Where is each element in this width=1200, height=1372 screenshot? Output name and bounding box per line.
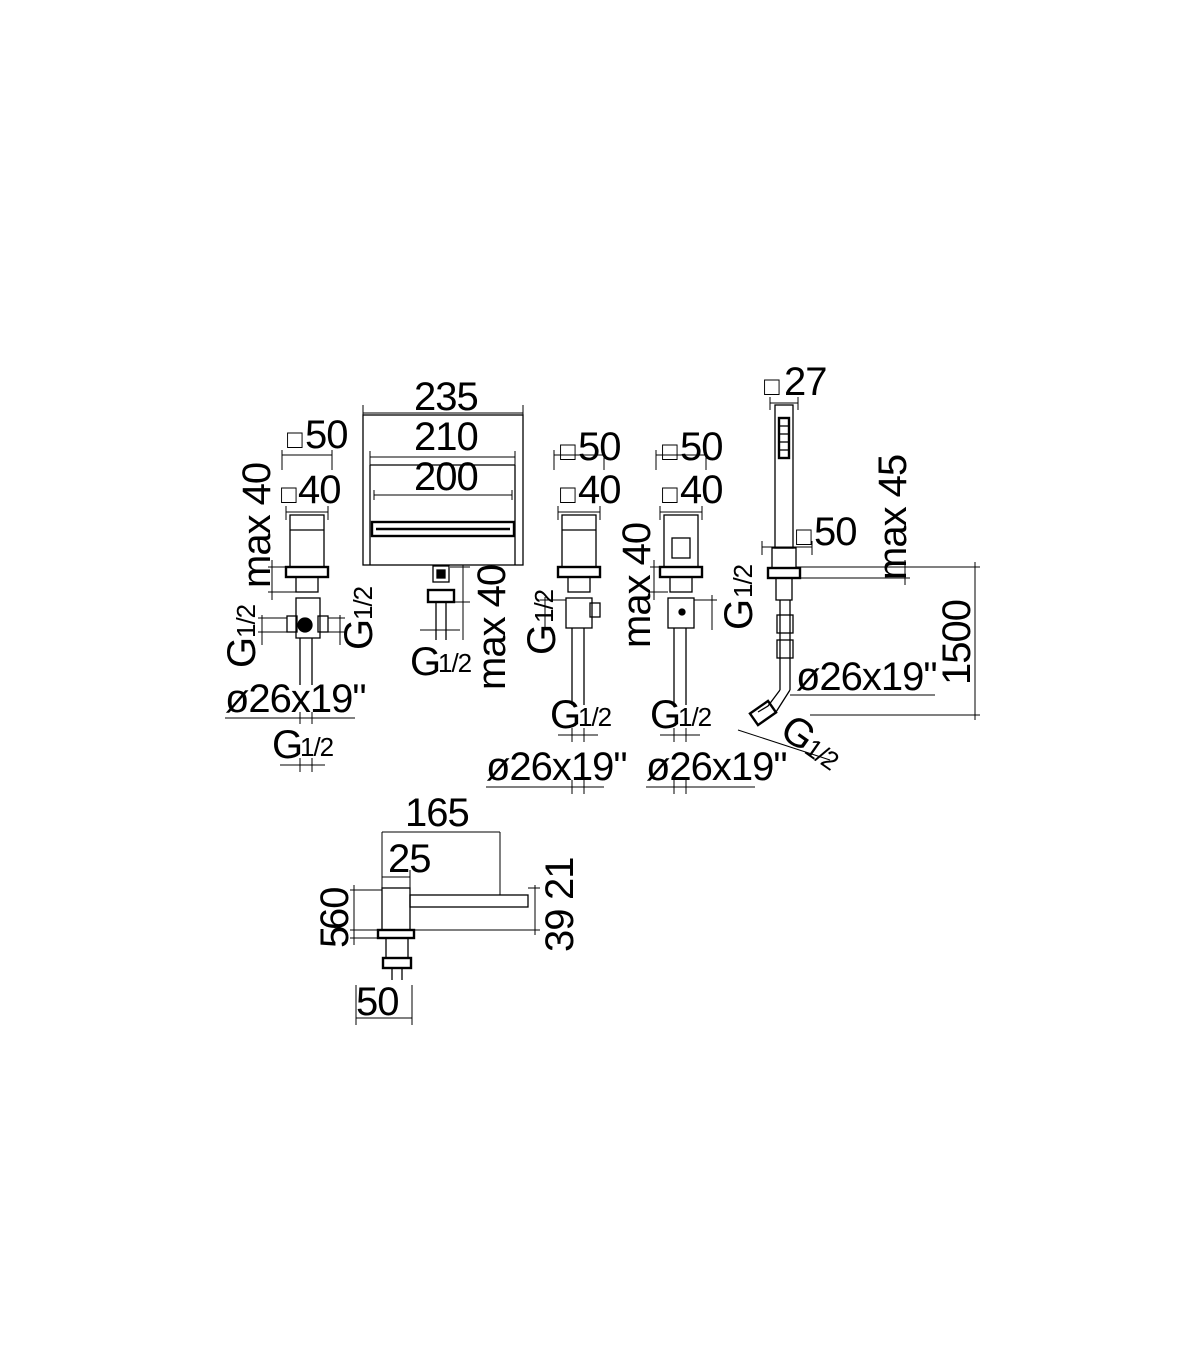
dim-max40-spout: max 40 bbox=[470, 565, 514, 690]
square-symbol: □ bbox=[662, 479, 678, 509]
square-symbol: □ bbox=[560, 436, 576, 466]
dim-square-40-left: 40 bbox=[298, 468, 341, 512]
mixer-two: □ 50 □ 40 max 40 G 1/2 G 1/2 ø26x19" bbox=[615, 425, 788, 794]
dim-25: 25 bbox=[388, 837, 431, 881]
dim-max40-left: max 40 bbox=[235, 463, 279, 588]
thread-g-mixer1-side: G bbox=[520, 625, 564, 655]
dim-square-50-mixer2: 50 bbox=[680, 425, 723, 469]
dim-5: 5 bbox=[313, 927, 357, 948]
dim-square-50-shower: 50 bbox=[814, 510, 857, 554]
spout-body bbox=[362, 414, 524, 566]
hose-dim-mixer2: ø26x19" bbox=[646, 745, 787, 789]
dim-max45: max 45 bbox=[871, 455, 915, 580]
dim-square-40-mixer1: 40 bbox=[578, 468, 621, 512]
spout-side-view: 165 25 60 5 39 21 50 bbox=[313, 791, 582, 1025]
dim-square-40-mixer2: 40 bbox=[680, 468, 723, 512]
square-symbol: □ bbox=[796, 521, 812, 551]
dim-60: 60 bbox=[313, 888, 357, 931]
thread-half-mixer1-side: 1/2 bbox=[529, 589, 559, 623]
square-symbol: □ bbox=[560, 479, 576, 509]
square-symbol: □ bbox=[764, 371, 780, 401]
thread-g-spout: G bbox=[410, 640, 440, 684]
dim-50-bottom: 50 bbox=[356, 980, 399, 1024]
diverter-body bbox=[289, 514, 325, 568]
dim-max40-mixer2: max 40 bbox=[615, 523, 659, 648]
diverter-port-left bbox=[286, 615, 298, 633]
square-symbol: □ bbox=[281, 479, 297, 509]
thread-half-mixer1: 1/2 bbox=[578, 702, 612, 732]
spout-nut bbox=[426, 588, 456, 604]
thread-g-right: G bbox=[337, 620, 381, 650]
thread-g-mixer1: G bbox=[550, 693, 580, 737]
thread-half-right: 1/2 bbox=[348, 586, 378, 620]
waterfall-spout: 235 210 200 max 40 G 1/2 bbox=[362, 375, 524, 690]
thread-g-bottom-left: G bbox=[272, 723, 302, 767]
hose-dim-shower: ø26x19" bbox=[796, 655, 937, 699]
hose-dim-mixer1: ø26x19" bbox=[486, 745, 627, 789]
square-symbol: □ bbox=[287, 424, 303, 454]
dim-square-50-left: 50 bbox=[305, 413, 348, 457]
mixer-one: □ 50 □ 40 G 1/2 G 1/2 ø26x19" bbox=[486, 425, 628, 794]
diverter-valve-dot bbox=[297, 617, 313, 633]
dim-165: 165 bbox=[405, 791, 469, 835]
thread-half-mixer2-side: 1/2 bbox=[728, 564, 758, 598]
thread-half-mixer2: 1/2 bbox=[678, 702, 712, 732]
diverter-port-right bbox=[317, 615, 329, 633]
spout-stem bbox=[432, 565, 450, 583]
spout-side-arm bbox=[409, 894, 529, 908]
dim-1500: 1500 bbox=[935, 600, 979, 685]
diverter-valve bbox=[295, 597, 321, 639]
thread-half-left: 1/2 bbox=[231, 604, 261, 638]
spout-outlet bbox=[370, 520, 516, 538]
thread-g-mixer2-side: G bbox=[717, 600, 761, 630]
dim-200: 200 bbox=[414, 455, 478, 499]
square-symbol: □ bbox=[662, 436, 678, 466]
dim-square-50-mixer1: 50 bbox=[578, 425, 621, 469]
dim-235: 235 bbox=[414, 375, 478, 419]
thread-g-mixer2: G bbox=[650, 693, 680, 737]
thread-g-left: G bbox=[220, 638, 264, 668]
diverter-nut bbox=[295, 576, 319, 593]
hose-dim-left: ø26x19" bbox=[225, 677, 366, 721]
diverter-left: □ 50 □ 40 max 40 G 1/2 G 1/2 ø26x19" G 1… bbox=[220, 413, 381, 772]
hand-shower: □ 27 □ 50 max 45 1500 ø26x19" G 1/2 bbox=[737, 360, 980, 776]
dim-39: 39 bbox=[538, 910, 582, 953]
thread-half-bottom-left: 1/2 bbox=[300, 732, 334, 762]
dim-21: 21 bbox=[538, 858, 582, 901]
thread-half-spout: 1/2 bbox=[438, 648, 472, 678]
dim-square-27: 27 bbox=[784, 360, 827, 404]
spout-side-column bbox=[381, 887, 411, 931]
hand-shower-holder bbox=[771, 547, 797, 569]
diverter-flange bbox=[284, 565, 330, 579]
dim-210: 210 bbox=[414, 415, 478, 459]
